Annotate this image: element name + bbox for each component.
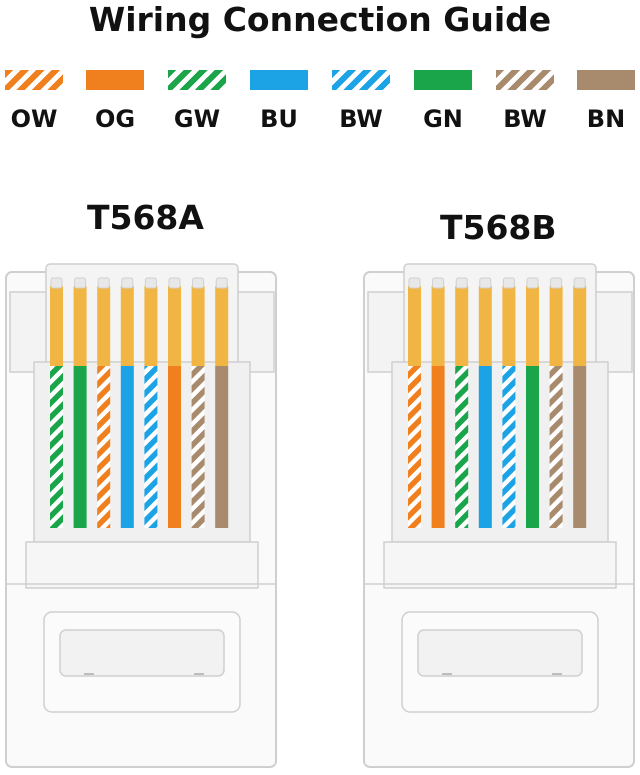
contact-pin bbox=[431, 286, 445, 366]
contact-pin bbox=[502, 286, 516, 366]
contact-pin bbox=[144, 286, 158, 366]
contact-pin bbox=[478, 286, 492, 366]
wire-2 bbox=[431, 366, 445, 528]
contact-pin bbox=[549, 286, 563, 366]
t568a-label: T568A bbox=[87, 198, 204, 237]
legend-item: BU bbox=[248, 70, 310, 134]
contact-cap bbox=[192, 277, 205, 289]
wire-3 bbox=[455, 366, 469, 528]
contact-pin bbox=[455, 286, 469, 366]
contact-pin bbox=[526, 286, 539, 366]
page-title: Wiring Connection Guide bbox=[88, 0, 552, 39]
latch-inner bbox=[59, 629, 225, 677]
wire-4 bbox=[478, 366, 492, 528]
contact-pin bbox=[408, 286, 421, 366]
wire-7 bbox=[191, 366, 205, 528]
contact-pin bbox=[573, 286, 587, 366]
wire-3 bbox=[97, 366, 111, 528]
strain-relief bbox=[383, 541, 617, 589]
legend-swatch bbox=[5, 70, 63, 90]
contact-cap bbox=[215, 277, 228, 289]
legend-item: BW bbox=[494, 70, 556, 134]
plug-side-left bbox=[9, 291, 51, 373]
strain-relief bbox=[25, 541, 259, 589]
contact-pin bbox=[191, 286, 205, 366]
legend-swatch bbox=[250, 70, 308, 90]
t568b-plug bbox=[363, 263, 635, 768]
legend-swatch bbox=[577, 70, 635, 90]
legend-item: GN bbox=[412, 70, 474, 134]
legend-code: BN bbox=[586, 105, 626, 133]
color-legend: OW OG GW BU BW GN BW BN bbox=[0, 70, 640, 150]
legend-code: BW bbox=[503, 105, 547, 133]
contact-cap bbox=[502, 277, 515, 289]
wire-1 bbox=[50, 366, 63, 528]
contact-cap bbox=[550, 277, 563, 289]
contact-cap bbox=[408, 277, 421, 289]
contact-pin bbox=[97, 286, 111, 366]
wire-4 bbox=[120, 366, 134, 528]
legend-item: OW bbox=[3, 70, 65, 134]
latch-inner bbox=[417, 629, 583, 677]
contact-cap bbox=[97, 277, 110, 289]
contact-cap bbox=[74, 277, 87, 289]
plug-side-right bbox=[233, 291, 275, 373]
contact-cap bbox=[432, 277, 445, 289]
contact-pin bbox=[50, 286, 63, 366]
contact-pin bbox=[73, 286, 87, 366]
wire-6 bbox=[526, 366, 539, 528]
contact-pin bbox=[120, 286, 134, 366]
wire-5 bbox=[502, 366, 516, 528]
contact-pin bbox=[168, 286, 181, 366]
plug-side-right bbox=[591, 291, 633, 373]
legend-code: GN bbox=[423, 105, 463, 133]
contact-cap bbox=[479, 277, 492, 289]
legend-code: BU bbox=[260, 105, 298, 133]
wire-1 bbox=[408, 366, 421, 528]
contact-cap bbox=[121, 277, 134, 289]
contact-cap bbox=[455, 277, 468, 289]
contact-cap bbox=[526, 277, 539, 289]
wire-8 bbox=[573, 366, 587, 528]
legend-swatch bbox=[86, 70, 144, 90]
legend-item: BW bbox=[330, 70, 392, 134]
plug-side-left bbox=[367, 291, 409, 373]
legend-item: OG bbox=[84, 70, 146, 134]
contact-pin bbox=[215, 286, 229, 366]
wire-5 bbox=[144, 366, 158, 528]
contact-cap bbox=[573, 277, 586, 289]
legend-swatch bbox=[168, 70, 226, 90]
wire-window bbox=[391, 361, 609, 543]
legend-item: BN bbox=[575, 70, 637, 134]
contact-cap bbox=[144, 277, 157, 289]
legend-code: GW bbox=[173, 105, 221, 133]
legend-code: OG bbox=[94, 105, 136, 133]
legend-swatch bbox=[332, 70, 390, 90]
t568a-plug bbox=[5, 263, 277, 768]
wire-8 bbox=[215, 366, 229, 528]
wire-6 bbox=[168, 366, 181, 528]
legend-code: OW bbox=[10, 105, 58, 133]
legend-item: GW bbox=[166, 70, 228, 134]
contact-cap bbox=[50, 277, 63, 289]
t568b-label: T568B bbox=[440, 208, 557, 247]
legend-swatch bbox=[496, 70, 554, 90]
contact-cap bbox=[168, 277, 181, 289]
wire-2 bbox=[73, 366, 87, 528]
wire-7 bbox=[549, 366, 563, 528]
legend-swatch bbox=[414, 70, 472, 90]
legend-code: BW bbox=[339, 105, 383, 133]
